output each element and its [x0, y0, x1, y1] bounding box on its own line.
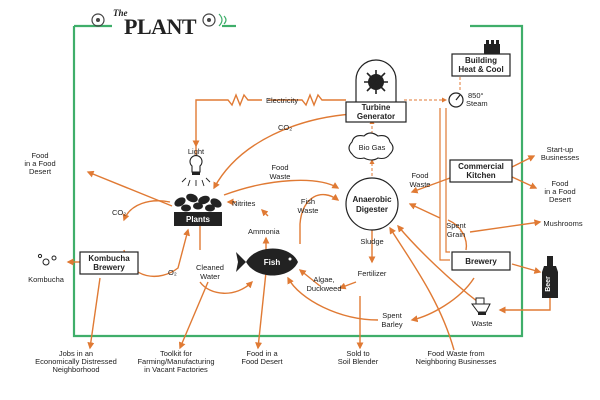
title-main: PLANT: [124, 14, 197, 39]
waste-label: Waste: [472, 319, 493, 328]
food-desert-left-2: in a Food: [24, 159, 55, 168]
beer-label: Beer: [545, 276, 552, 292]
steam-label-2: Steam: [466, 99, 488, 108]
bio-gas-cloud: Bio Gas: [348, 132, 394, 161]
neighbors-1: Food Waste from: [427, 349, 484, 358]
jobs-2: Economically Distressed: [35, 357, 117, 366]
nitrites-label: Nitrites: [232, 199, 256, 208]
food-desert-right-1: Food: [551, 179, 568, 188]
kitchen-label-1: Commercial: [458, 162, 504, 171]
brewery-node[interactable]: Brewery: [451, 251, 511, 271]
bio-gas-label: Bio Gas: [359, 143, 386, 152]
building-label-1: Building: [465, 56, 497, 65]
fish-node[interactable]: Fish: [236, 248, 298, 276]
turbine-label-1: Turbine: [362, 103, 391, 112]
fertilizer-label: Fertilizer: [358, 269, 387, 278]
o2-label: O₂: [168, 268, 177, 277]
cleaned-water-label-2: Water: [200, 272, 220, 281]
kombucha-brewery-label-2: Brewery: [93, 263, 125, 272]
turbine-generator[interactable]: Turbine Generator: [345, 59, 407, 123]
spent-grain-label-2: Grain: [447, 230, 465, 239]
steam-gauge: 850° Steam: [448, 91, 488, 108]
food-waste-label-1: Food: [271, 163, 288, 172]
plants-label: Plants: [186, 215, 211, 224]
jobs-1: Jobs in an: [59, 349, 93, 358]
flow-labels: Electricity CO₂ Light Food Waste Food Wa…: [112, 96, 467, 329]
building-label-2: Heat & Cool: [458, 65, 503, 74]
digester-label-1: Anaerobic: [352, 195, 392, 204]
food-desert-right-2: in a Food: [544, 187, 575, 196]
electricity-label: Electricity: [266, 96, 298, 105]
food-desert-bottom-1: Food in a: [246, 349, 278, 358]
co2-top-label: CO₂: [278, 123, 292, 132]
toolkit-2: Farming/Manufacturing: [137, 357, 214, 366]
kombucha-brewery-label-1: Kombucha: [88, 254, 130, 263]
building-icon: [484, 40, 500, 54]
kombucha-brewery[interactable]: Kombucha Brewery: [79, 251, 139, 275]
food-waste-label-2: Waste: [270, 172, 291, 181]
neighbors-2: Neighboring Businesses: [416, 357, 497, 366]
brewery-label: Brewery: [465, 257, 497, 266]
title-logo: The PLANT: [91, 8, 227, 39]
algae-label-1: Algae,: [313, 275, 334, 284]
sludge-label: Sludge: [360, 237, 383, 246]
toilet-icon: [471, 297, 491, 315]
mushrooms-label: Mushrooms: [543, 219, 582, 228]
jobs-3: Neighborhood: [52, 365, 99, 374]
ammonia-label: Ammonia: [248, 227, 281, 236]
turbine-label-2: Generator: [357, 112, 395, 121]
spent-barley-label-1: Spent: [382, 311, 403, 320]
startup-2: Businesses: [541, 153, 580, 162]
startup-1: Start-up: [547, 145, 574, 154]
steam-label-1: 850°: [468, 91, 484, 100]
food-desert-left-1: Food: [31, 151, 48, 160]
beer-bottle-icon: Beer: [542, 256, 558, 298]
anaerobic-digester[interactable]: Anaerobic Digester: [345, 177, 399, 231]
kitchen-food-waste-label-2: Waste: [410, 180, 431, 189]
food-desert-right-3: Desert: [549, 195, 572, 204]
kitchen-food-waste-label-1: Food: [411, 171, 428, 180]
spent-grain-label-1: Spent: [446, 221, 467, 230]
building-heat-cool[interactable]: Building Heat & Cool: [451, 40, 511, 77]
title-prefix: The: [113, 8, 128, 18]
algae-label-2: Duckweed: [306, 284, 341, 293]
co2-left-label: CO₂: [112, 208, 126, 217]
light-bulb-icon: [181, 155, 211, 187]
fish-label: Fish: [264, 258, 281, 267]
system-frame: [72, 24, 524, 338]
toolkit-1: Toolkit for: [160, 349, 193, 358]
toolkit-3: in Vacant Factories: [144, 365, 208, 374]
flow-arrows: [66, 65, 551, 351]
cleaned-water-label-1: Cleaned: [196, 263, 224, 272]
plants-node[interactable]: Plants: [173, 192, 223, 226]
soil-blender-1: Sold to: [346, 349, 369, 358]
plant-leaves-icon: [174, 193, 222, 212]
light-label: Light: [188, 147, 205, 156]
soil-blender-2: Soil Blender: [338, 357, 379, 366]
bubbles-icon: [37, 253, 57, 266]
kombucha-label: Kombucha: [28, 275, 65, 284]
food-desert-left-3: Desert: [29, 167, 52, 176]
food-desert-bottom-2: Food Desert: [241, 357, 283, 366]
digester-label-2: Digester: [356, 205, 388, 214]
spent-barley-label-2: Barley: [381, 320, 403, 329]
turbine-icon: [364, 70, 388, 94]
fish-waste-label-2: Waste: [298, 206, 319, 215]
fish-waste-label-1: Fish: [301, 197, 315, 206]
outputs: Food in a Food Desert Kombucha Start-up …: [24, 145, 582, 374]
fish-icon: [236, 248, 298, 276]
kitchen-label-2: Kitchen: [466, 171, 495, 180]
commercial-kitchen[interactable]: Commercial Kitchen: [449, 159, 513, 183]
